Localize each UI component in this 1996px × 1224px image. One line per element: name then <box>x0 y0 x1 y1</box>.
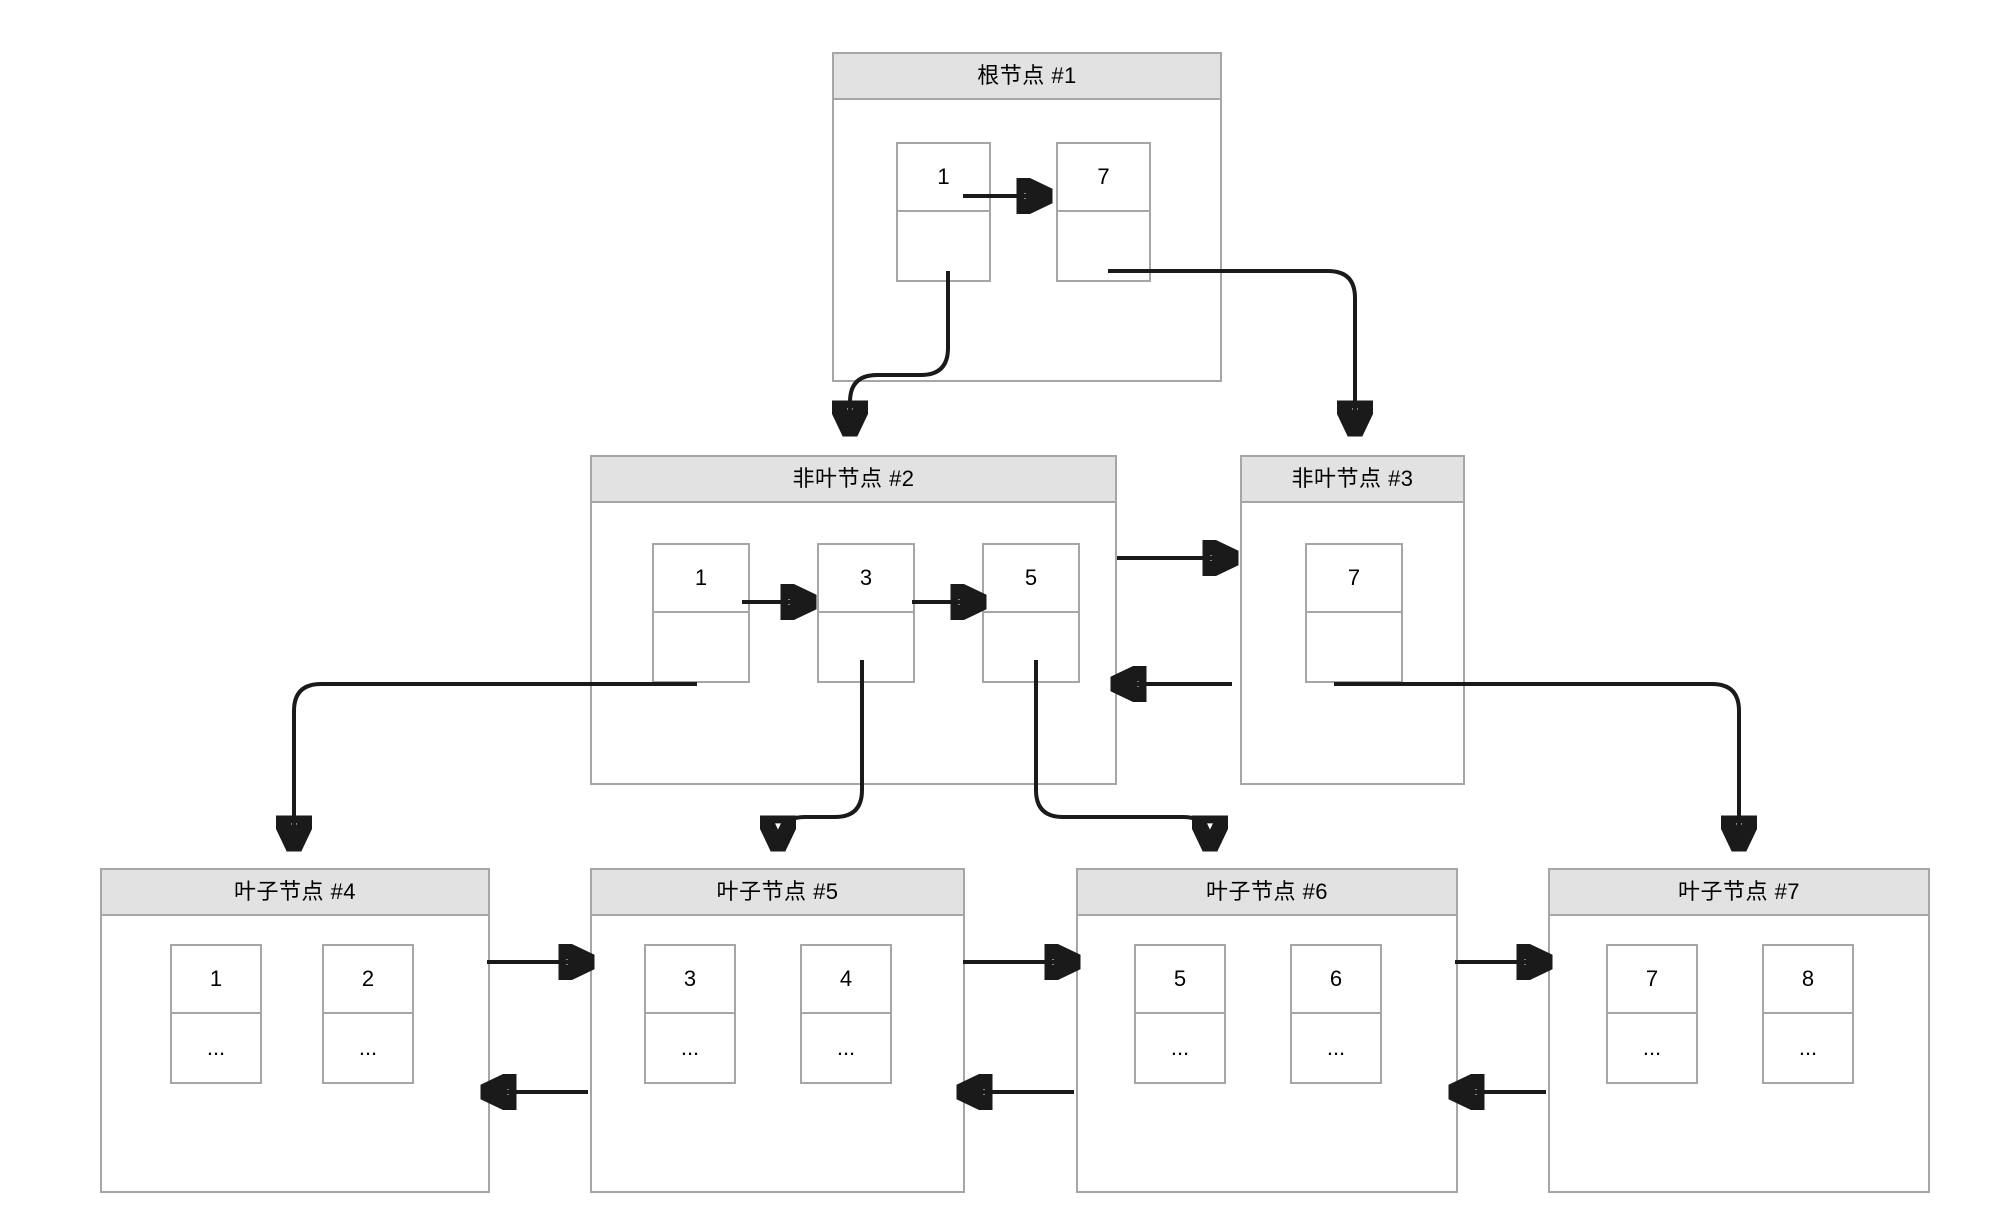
cell-key: 6 <box>1292 946 1380 1014</box>
cell-pointer <box>898 212 989 280</box>
cell-leaf-4-0[interactable]: 1 ... <box>170 944 262 1084</box>
cell-key: 5 <box>984 545 1078 613</box>
cell-key: 3 <box>819 545 913 613</box>
cell-internal-2-1[interactable]: 3 <box>817 543 915 683</box>
cell-key: 1 <box>172 946 260 1014</box>
cell-pointer: ... <box>1798 1035 1818 1060</box>
cell-key: 1 <box>654 545 748 613</box>
cell-leaf-6-1[interactable]: 6 ... <box>1290 944 1382 1084</box>
cell-key: 7 <box>1608 946 1696 1014</box>
cell-internal-3-0[interactable]: 7 <box>1305 543 1403 683</box>
cell-key: 2 <box>324 946 412 1014</box>
cell-internal-2-2[interactable]: 5 <box>982 543 1080 683</box>
cell-root-1-0[interactable]: 1 <box>896 142 991 282</box>
node-leaf-5-header: 叶子节点 #5 <box>592 870 963 916</box>
node-leaf-7-body: 7 ... 8 ... <box>1550 916 1928 1191</box>
cell-key: 7 <box>1058 144 1149 212</box>
cell-pointer: ... <box>836 1035 856 1060</box>
cell-pointer: ... <box>680 1035 700 1060</box>
cell-leaf-6-0[interactable]: 5 ... <box>1134 944 1226 1084</box>
cell-key: 7 <box>1307 545 1401 613</box>
cell-pointer <box>984 613 1078 681</box>
cell-pointer: ... <box>206 1035 226 1060</box>
node-leaf-7[interactable]: 叶子节点 #7 7 ... 8 ... <box>1548 868 1930 1193</box>
cell-leaf-5-1[interactable]: 4 ... <box>800 944 892 1084</box>
cell-key: 3 <box>646 946 734 1014</box>
node-internal-3-header: 非叶节点 #3 <box>1242 457 1463 503</box>
cell-leaf-7-0[interactable]: 7 ... <box>1606 944 1698 1084</box>
node-leaf-6-body: 5 ... 6 ... <box>1078 916 1456 1191</box>
cell-pointer <box>1307 613 1401 681</box>
node-internal-2-body: 1 3 5 <box>592 503 1115 783</box>
cell-key: 8 <box>1764 946 1852 1014</box>
cell-pointer <box>654 613 748 681</box>
node-leaf-6[interactable]: 叶子节点 #6 5 ... 6 ... <box>1076 868 1458 1193</box>
cell-leaf-5-0[interactable]: 3 ... <box>644 944 736 1084</box>
cell-key: 5 <box>1136 946 1224 1014</box>
cell-leaf-7-1[interactable]: 8 ... <box>1762 944 1854 1084</box>
node-root-1[interactable]: 根节点 #1 1 7 <box>832 52 1222 382</box>
cell-internal-2-0[interactable]: 1 <box>652 543 750 683</box>
cell-key: 1 <box>898 144 989 212</box>
node-leaf-4[interactable]: 叶子节点 #4 1 ... 2 ... <box>100 868 490 1193</box>
node-leaf-5-body: 3 ... 4 ... <box>592 916 963 1191</box>
cell-pointer <box>1058 212 1149 280</box>
cell-pointer: ... <box>1326 1035 1346 1060</box>
node-internal-3-body: 7 <box>1242 503 1463 783</box>
node-leaf-5[interactable]: 叶子节点 #5 3 ... 4 ... <box>590 868 965 1193</box>
node-internal-2[interactable]: 非叶节点 #2 1 3 5 <box>590 455 1117 785</box>
node-root-1-header: 根节点 #1 <box>834 54 1220 100</box>
node-internal-3[interactable]: 非叶节点 #3 7 <box>1240 455 1465 785</box>
node-leaf-4-header: 叶子节点 #4 <box>102 870 488 916</box>
node-leaf-4-body: 1 ... 2 ... <box>102 916 488 1191</box>
cell-pointer <box>819 613 913 681</box>
cell-root-1-1[interactable]: 7 <box>1056 142 1151 282</box>
cell-pointer: ... <box>1170 1035 1190 1060</box>
node-leaf-7-header: 叶子节点 #7 <box>1550 870 1928 916</box>
cell-leaf-4-1[interactable]: 2 ... <box>322 944 414 1084</box>
node-root-1-body: 1 7 <box>834 100 1220 380</box>
cell-pointer: ... <box>1642 1035 1662 1060</box>
cell-pointer: ... <box>358 1035 378 1060</box>
node-internal-2-header: 非叶节点 #2 <box>592 457 1115 503</box>
cell-key: 4 <box>802 946 890 1014</box>
node-leaf-6-header: 叶子节点 #6 <box>1078 870 1456 916</box>
